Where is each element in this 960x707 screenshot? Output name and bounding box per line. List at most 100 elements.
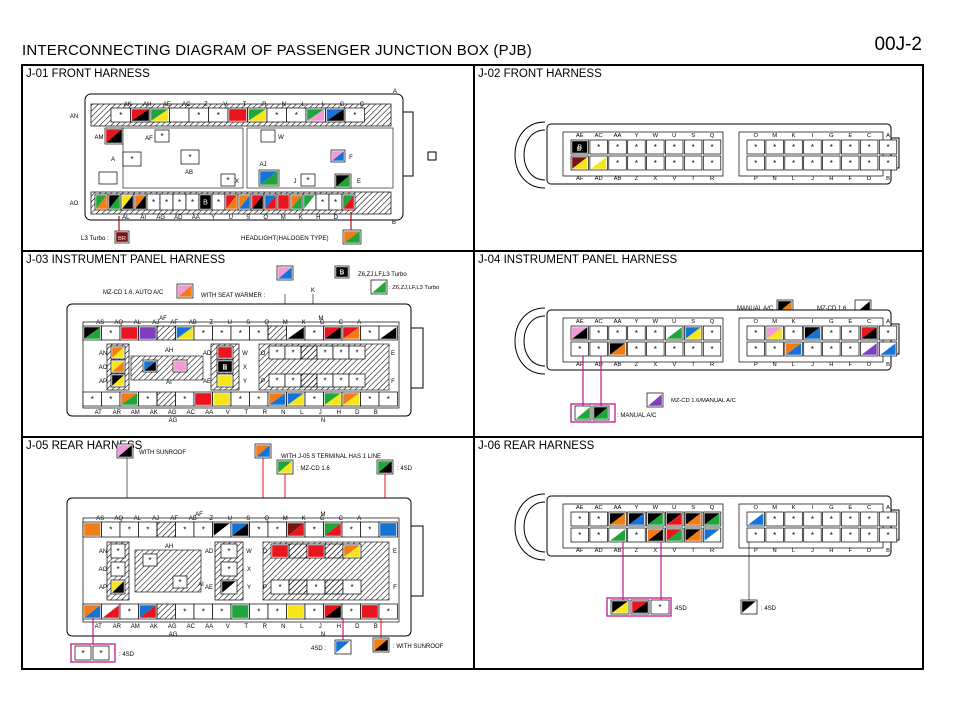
terminal-cell: [142, 553, 158, 567]
pin-letter: F: [391, 379, 395, 385]
terminal-star: *: [830, 329, 833, 338]
terminal-star: *: [597, 345, 600, 354]
terminal-cell: [784, 511, 803, 527]
pin-letter: L: [792, 362, 796, 368]
terminal-cell: [878, 511, 898, 527]
terminal-star: *: [754, 345, 757, 354]
pin-letter: I: [812, 319, 814, 325]
pin-letter: AF: [195, 512, 203, 518]
wire-code: B: [340, 270, 345, 277]
terminal-star: *: [597, 515, 600, 524]
pin-letter: AD: [595, 362, 603, 368]
pin-letter: AB: [614, 362, 622, 368]
terminal-star: *: [323, 349, 326, 358]
pin-letter: AL: [134, 320, 142, 326]
terminal-star: *: [227, 565, 230, 574]
pin-letter: AE: [203, 379, 211, 385]
wire-color: [218, 347, 232, 358]
terminal-star: *: [616, 159, 619, 168]
terminal-cell: [684, 139, 703, 155]
wire-color-stripe: [343, 327, 360, 339]
terminal-star: *: [710, 345, 713, 354]
housing-tab: [410, 525, 424, 597]
terminal-cell: [822, 341, 841, 357]
pin-letter: K: [792, 505, 796, 511]
pin-letter: N: [321, 632, 325, 638]
pin-letter: AG: [168, 410, 177, 416]
wire-color-stripe: [112, 361, 124, 372]
pin-letter: AE: [576, 133, 584, 139]
pin-letter: AK: [150, 624, 158, 630]
pin-letter: U: [672, 505, 676, 511]
wire-color-stripe: [378, 461, 392, 473]
pin-letter: F: [848, 362, 852, 368]
note-4sd: 4SD: [675, 606, 687, 612]
pin-letter: Z: [635, 548, 639, 554]
terminal-star: *: [295, 111, 298, 120]
pin-letter: P: [263, 585, 267, 591]
wire-color-stripe: [380, 327, 397, 339]
pin-letter: AC: [187, 624, 196, 630]
row-divider-1: [23, 250, 922, 252]
terminal-star: *: [355, 349, 358, 358]
wire-color-stripe: [344, 231, 360, 243]
pin-letter: M: [772, 505, 777, 511]
pin-letter: AK: [124, 102, 132, 108]
pin-letter: AN: [99, 549, 107, 555]
wire-color-stripe: [704, 529, 720, 541]
panel-j05-title: J-05 REAR HARNESS: [26, 440, 143, 452]
terminal-cell: [841, 341, 860, 357]
terminal-cell: [92, 645, 110, 661]
pin-letter: F: [349, 155, 353, 161]
wire-color-main: [84, 327, 101, 339]
terminal-star: *: [754, 143, 757, 152]
terminal-star: *: [202, 526, 205, 535]
pin-letter: A: [393, 89, 397, 95]
wire-color-stripe: [151, 109, 169, 121]
pin-letter: AC: [595, 133, 603, 139]
terminal-star: *: [109, 395, 112, 404]
pin-letter: L: [792, 548, 796, 554]
wire-color-stripe: [226, 195, 237, 209]
pin-letter: AB: [189, 516, 197, 522]
terminal-cell: [665, 139, 684, 155]
pin-letter: AE: [205, 585, 213, 591]
wire-color-stripe: [278, 461, 292, 473]
pin-letter: E: [848, 505, 852, 511]
pin-letter: T: [243, 102, 247, 108]
pin-letter: Y: [635, 319, 639, 325]
terminal-star: *: [830, 531, 833, 540]
terminal-star: *: [109, 526, 112, 535]
terminal-star: *: [227, 547, 230, 556]
terminal-cell: [608, 139, 627, 155]
terminal-cell: [878, 325, 898, 341]
wire-color: [195, 393, 212, 405]
terminal-cell: [608, 155, 627, 171]
wire-color-stripe: [291, 195, 302, 209]
housing-hook-inner: [523, 315, 546, 367]
note-mzcd-manual: MZ-CD 1.6/MANUAL A/C: [671, 398, 736, 404]
terminal-star: *: [350, 583, 353, 592]
note-manual-ac: MANUAL A/C: [737, 306, 774, 312]
terminal-star: *: [350, 526, 353, 535]
pin-letter: AM: [131, 410, 140, 416]
pin-letter: N: [773, 176, 777, 182]
terminal-star: *: [654, 329, 657, 338]
terminal-cell: [803, 511, 822, 527]
note-mzcd: MZ-CD 1.6: [817, 306, 847, 312]
housing-hook-inner: [523, 501, 546, 553]
pin-letter: Q: [264, 516, 269, 522]
terminal-star: *: [635, 345, 638, 354]
wire-color-stripe: [265, 195, 276, 209]
terminal-star: *: [886, 159, 889, 168]
pin-letter: AF: [145, 136, 153, 142]
terminal-star: *: [128, 526, 131, 535]
wire-color-stripe: [131, 109, 149, 121]
terminal-cell: [684, 155, 703, 171]
pin-letter: N: [282, 102, 286, 108]
terminal-star: *: [849, 143, 852, 152]
terminal-star: *: [710, 329, 713, 338]
terminal-star: *: [178, 578, 181, 587]
